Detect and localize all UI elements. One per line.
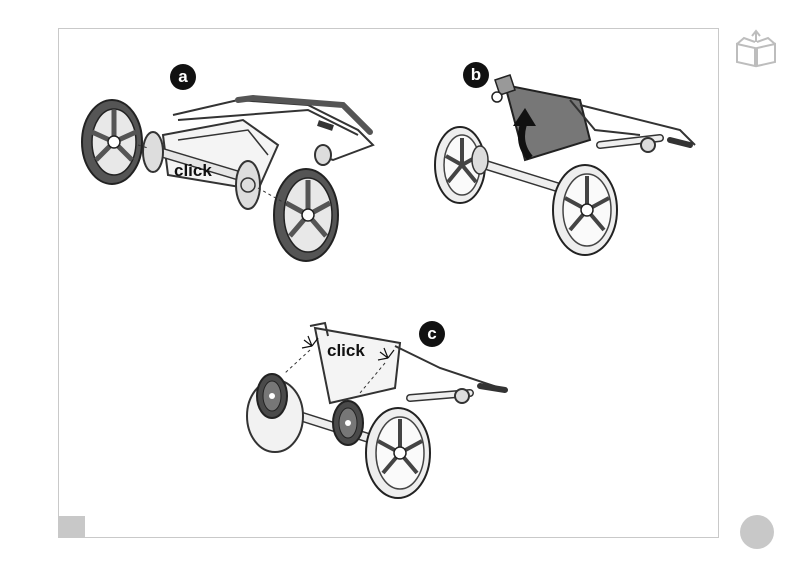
stroller-chassis-a <box>78 60 378 270</box>
step-c-illustration: c click <box>240 318 515 508</box>
click-label: click <box>174 161 212 181</box>
open-book-icon <box>733 30 779 68</box>
stroller-chassis-b <box>430 60 705 260</box>
step-badge: a <box>170 64 196 90</box>
stroller-chassis-c <box>240 318 515 508</box>
step-badge: b <box>463 62 489 88</box>
page-number-circle <box>740 515 774 549</box>
step-b-illustration: b <box>430 60 705 260</box>
page-tab <box>58 516 85 538</box>
step-a-illustration: a click <box>78 60 378 270</box>
step-badge: c <box>419 321 445 347</box>
click-label: click <box>327 341 365 361</box>
